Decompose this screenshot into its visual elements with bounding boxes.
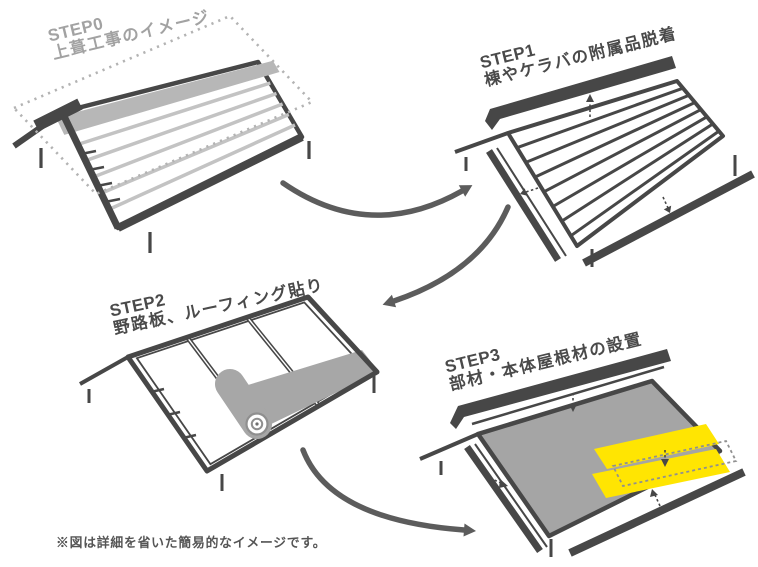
- curved-arrow-icon-step2-to-step3: [300, 447, 476, 537]
- step0-gable-edge: [58, 110, 122, 230]
- step1-roof: [506, 79, 725, 248]
- step1-gable-piece-thin: [496, 147, 567, 257]
- step0-new-roof-overlay: [55, 60, 280, 135]
- step0-roof-illustration: [11, 14, 315, 253]
- step0-opposite-slope: [12, 108, 66, 149]
- dotted-arrow-icon-step1-ridge: [586, 94, 594, 117]
- step0-overlay-dotted-outline: [11, 14, 315, 196]
- step2-roof-outline: [125, 294, 380, 474]
- step3-gable-piece-thin: [474, 443, 548, 548]
- step3-opposite-slope: [419, 432, 479, 461]
- step1-roof-illustration: [454, 56, 755, 267]
- step3-roof: [475, 378, 723, 539]
- step0-eaves-edge: [116, 133, 304, 232]
- step1-roof-courses: [516, 86, 720, 238]
- step3-eaves-piece: [568, 468, 746, 557]
- dotted-arrow-icon-step3-ridge: [569, 393, 577, 412]
- step2-roofing-sheet: [248, 350, 379, 427]
- step1-support-legs: [464, 155, 737, 267]
- step3-yellow-panel-lower: [592, 449, 730, 498]
- step2-support-legs: [87, 376, 376, 491]
- step3-ridge-thin-line: [471, 365, 665, 426]
- dotted-arrow-icon-step3-gable: [489, 477, 508, 488]
- curved-arrow-icon-step1-to-step2: [382, 204, 511, 308]
- dotted-arrow-icon-step3-eaves: [650, 489, 661, 507]
- curved-arrow-icon-step0-to-step1: [280, 180, 473, 218]
- footnote: ※図は詳細を省いた簡易的なイメージです。: [56, 535, 327, 550]
- roofing-roll-icon: [215, 369, 272, 439]
- step3-yellow-panel-upper: [594, 424, 719, 469]
- step1-opposite-slope: [454, 131, 509, 154]
- dotted-arrow-icon-step3-panel: [661, 450, 669, 467]
- step3-ridge-cap-piece: [450, 349, 671, 429]
- step2-roof-illustration: [79, 294, 380, 491]
- step3-roof-illustration: [419, 349, 746, 557]
- dotted-arrow-icon-step1-gable: [520, 187, 539, 196]
- step1-gable-piece: [486, 149, 561, 262]
- step2-opposite-slope: [79, 355, 129, 386]
- step0-roof-courses: [77, 81, 296, 211]
- step3-gable-piece: [464, 444, 543, 554]
- step1-eaves-piece: [582, 170, 755, 267]
- step1-ridge-cap-piece: [485, 56, 676, 130]
- dotted-arrow-icon-step1-eaves: [662, 196, 672, 213]
- flow-arrows: [280, 180, 511, 537]
- step0-support-legs: [39, 141, 311, 253]
- step3-panel-placement-outline: [611, 439, 738, 488]
